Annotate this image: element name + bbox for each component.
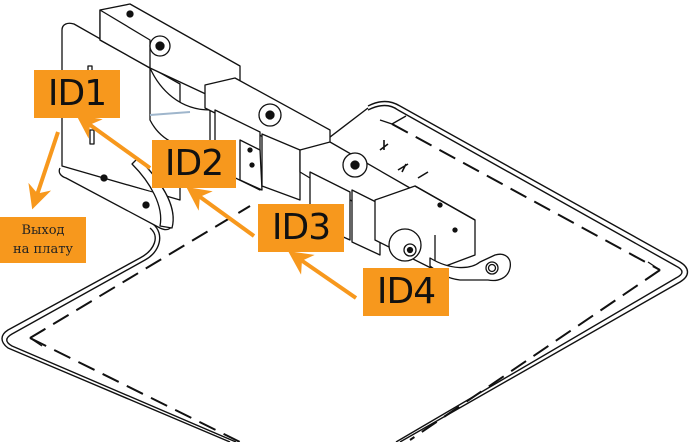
arrow-id3 <box>186 186 256 238</box>
base-plate <box>1 100 689 442</box>
callout-arrows <box>28 114 358 300</box>
label-id3: ID3 <box>258 204 344 252</box>
arrow-id2 <box>76 114 152 170</box>
output-note: Выход на плату <box>0 217 86 263</box>
label-id4: ID4 <box>363 268 449 316</box>
label-id2: ID2 <box>152 140 236 188</box>
arrow-note <box>28 131 60 210</box>
output-note-line1: Выход <box>21 223 65 238</box>
servo-id1 <box>99 3 241 151</box>
output-note-line2: на плату <box>12 242 74 257</box>
servo-id4 <box>374 185 511 282</box>
plate-corner-marks <box>29 115 661 347</box>
label-id1: ID1 <box>34 70 120 118</box>
arrow-id4 <box>288 251 358 300</box>
